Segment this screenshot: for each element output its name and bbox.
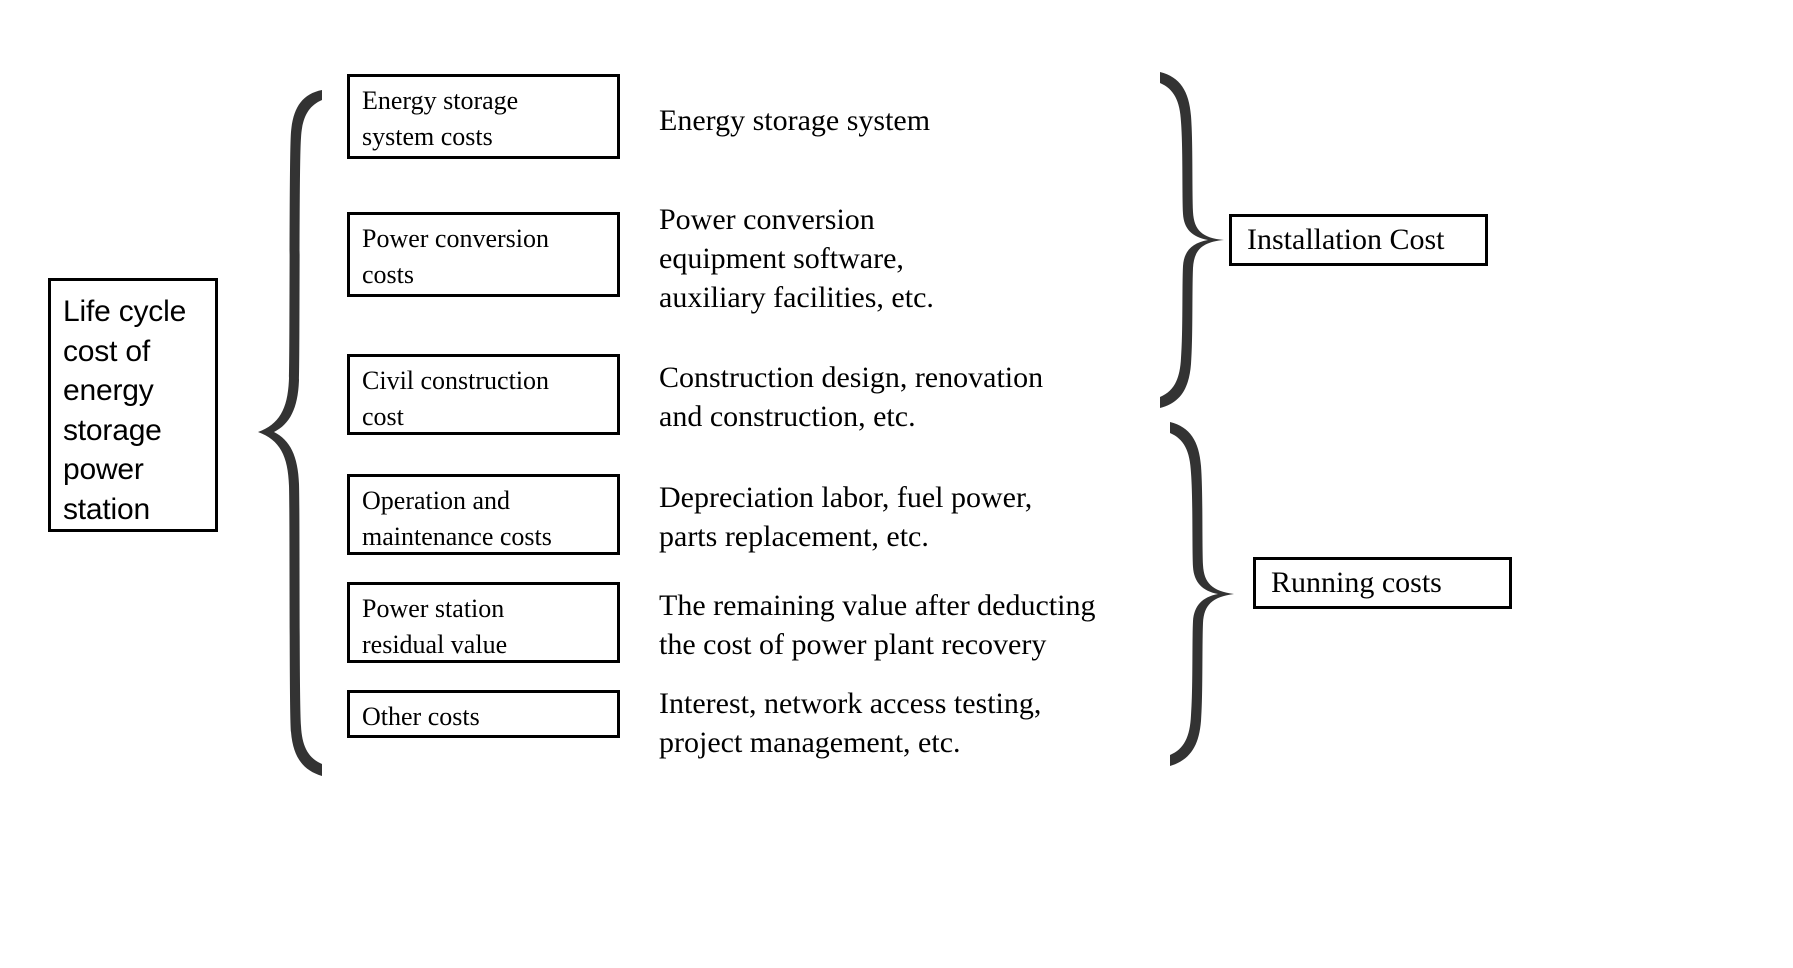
category-box-power-station-residual-value: Power station residual value: [347, 582, 620, 663]
description-power-conversion-costs: Power conversion equipment software, aux…: [659, 203, 934, 314]
category-box-other-costs: Other costs: [347, 690, 620, 738]
category-label: Power station residual value: [362, 594, 508, 659]
description-power-station-residual-value: The remaining value after deducting the …: [659, 589, 1096, 661]
category-box-power-conversion-costs: Power conversion costs: [347, 212, 620, 297]
description-energy-storage-system-costs: Energy storage system: [659, 104, 931, 137]
category-box-energy-storage-system-costs: Energy storage system costs: [347, 74, 620, 159]
category-label: Operation and maintenance costs: [362, 486, 552, 551]
category-label: Civil construction cost: [362, 366, 550, 431]
curly-brace-right-icon-installation: [1152, 70, 1232, 410]
summary-box-installation-cost: Installation Cost: [1229, 214, 1488, 266]
category-label: Energy storage system costs: [362, 86, 519, 151]
summary-label: Installation Cost: [1247, 223, 1445, 256]
curly-brace-left-icon: [252, 88, 324, 778]
root-node-label: Life cycle cost of energy storage power …: [63, 295, 187, 526]
description-other-costs: Interest, network access testing, projec…: [659, 687, 1042, 759]
summary-box-running-costs: Running costs: [1253, 557, 1512, 609]
category-label: Power conversion costs: [362, 224, 550, 289]
category-box-civil-construction-cost: Civil construction cost: [347, 354, 620, 435]
description-operation-and-maintenance-costs: Depreciation labor, fuel power, parts re…: [659, 481, 1033, 553]
summary-label: Running costs: [1271, 566, 1442, 599]
curly-brace-right-icon-running: [1162, 420, 1242, 768]
category-label: Other costs: [362, 702, 480, 731]
category-box-operation-and-maintenance-costs: Operation and maintenance costs: [347, 474, 620, 555]
root-node-life-cycle-cost: Life cycle cost of energy storage power …: [48, 278, 218, 532]
description-civil-construction-cost: Construction design, renovation and cons…: [659, 361, 1044, 433]
